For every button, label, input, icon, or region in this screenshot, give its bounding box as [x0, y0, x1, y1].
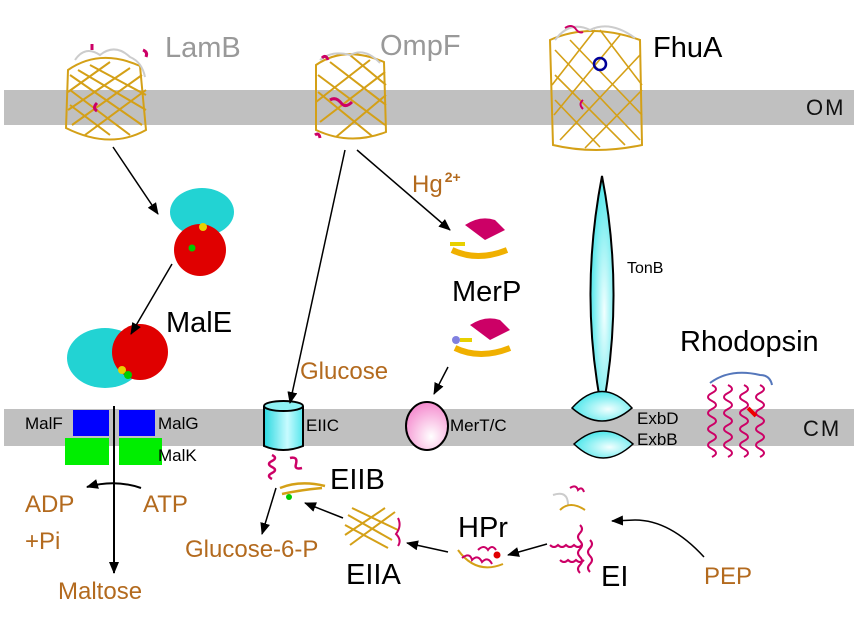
pi-label: +Pi — [25, 528, 61, 555]
malf-block — [73, 410, 109, 436]
cytoplasmic-membrane-label: CM — [803, 416, 842, 441]
rhodopsin-structure-icon — [707, 371, 773, 458]
fhua-label: FhuA — [653, 32, 723, 64]
pep-label: PEP — [704, 563, 753, 590]
exbd-label: ExbD — [637, 409, 679, 428]
fhua-structure-icon — [548, 25, 644, 151]
eiia-structure-icon — [344, 507, 401, 549]
adp-label: ADP — [25, 491, 75, 518]
exbb-shape-icon — [572, 430, 635, 459]
lamb-structure-icon — [64, 44, 149, 141]
arrow-ei-to-hpr — [507, 543, 548, 557]
malg-label: MalG — [158, 414, 199, 433]
arrow-atp-to-adp — [86, 479, 142, 489]
mertc-sphere-icon — [405, 401, 449, 451]
exbb-label: ExbB — [637, 430, 678, 449]
mertc-label: MerT/C — [450, 416, 507, 435]
arrow-eiia-to-eiib — [304, 502, 344, 519]
tonb-shape-icon — [589, 175, 615, 404]
maltose-label: Maltose — [58, 578, 143, 605]
arrow-eiib-to-glucose6p — [260, 487, 277, 535]
outer-membrane-label: OM — [806, 95, 846, 120]
hpr-structure-icon — [457, 546, 504, 569]
tonb-label: TonB — [627, 260, 664, 277]
ei-label: EI — [601, 561, 629, 593]
hpr-label: HPr — [458, 512, 508, 544]
arrow-hpr-to-eiia — [406, 540, 449, 553]
malk-block-left — [65, 438, 109, 465]
male-structure-closed-icon — [170, 188, 234, 276]
arrow-ompf-to-eiic — [287, 149, 346, 404]
rhodopsin-label: Rhodopsin — [680, 326, 819, 358]
glucose-6-phosphate-label: Glucose-6-P — [185, 536, 319, 563]
ompf-structure-icon — [314, 51, 388, 140]
hg-charge: 2+ — [444, 169, 461, 185]
arrow-male-closed-to-open — [130, 263, 173, 335]
outer-membrane — [4, 90, 854, 125]
ei-structure-icon — [549, 485, 593, 574]
malk-label: MalK — [158, 446, 197, 465]
arrow-pep-to-ei — [611, 515, 705, 558]
eiic-cylinder-icon — [263, 400, 304, 451]
exbd-shape-icon — [570, 390, 634, 422]
lamb-label: LamB — [165, 32, 241, 64]
glucose-label: Glucose — [300, 358, 389, 385]
eiib-label: EIIB — [330, 464, 385, 496]
eiib-structure-icon — [267, 453, 326, 500]
merp-structure-icon — [450, 218, 509, 259]
malf-label: MalF — [25, 414, 63, 433]
merp-label: MerP — [452, 276, 522, 308]
male-label: MalE — [166, 307, 233, 339]
atp-label: ATP — [143, 491, 188, 518]
merp-hg-bound-structure-icon — [452, 318, 512, 357]
arrow-merp-to-mertc — [433, 366, 449, 395]
malk-block-right — [119, 438, 162, 465]
ompf-label: OmpF — [380, 30, 461, 62]
eiia-label: EIIA — [346, 559, 401, 591]
eiic-label: EIIC — [306, 416, 340, 435]
malg-block — [119, 410, 155, 436]
arrow-ompf-to-merp — [356, 149, 451, 231]
arrow-lamb-to-male — [112, 146, 159, 215]
male-structure-open-icon — [67, 324, 168, 388]
